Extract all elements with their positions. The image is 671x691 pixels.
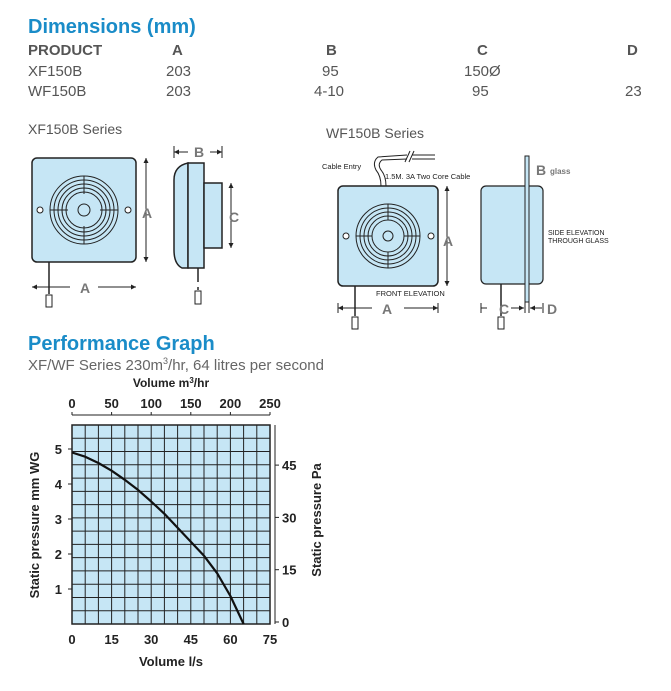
header-b: B xyxy=(326,42,337,59)
row-c: 150Ø xyxy=(464,63,501,80)
y2-axis-label: Static pressure Pa xyxy=(309,463,324,577)
y2-tick-label: 15 xyxy=(282,563,296,578)
xf-series-title: XF150B Series xyxy=(28,121,123,137)
dim-b-label: B xyxy=(194,144,204,160)
row-b: 4-10 xyxy=(314,83,345,100)
row-a: 203 xyxy=(166,63,192,80)
dimensions-title: Dimensions (mm) xyxy=(28,16,196,38)
side-elevation-label: SIDE ELEVATION xyxy=(548,230,605,237)
xf-side-view: B C xyxy=(173,144,239,305)
x2-tick-label: 250 xyxy=(259,396,281,411)
performance-subtitle: XF/WF Series 230m3/hr, 64 litres per sec… xyxy=(28,356,324,374)
fan-grille-icon xyxy=(49,175,119,245)
x-tick-label: 75 xyxy=(263,632,277,647)
row-d: 23 xyxy=(625,83,642,100)
header-product: PRODUCT xyxy=(28,42,103,59)
x2-tick-label: 150 xyxy=(180,396,202,411)
y-tick-label: 5 xyxy=(55,442,62,457)
x-axis-label: Volume l/s xyxy=(139,654,203,669)
row-b: 95 xyxy=(322,63,339,80)
x-tick-label: 45 xyxy=(184,632,198,647)
dim-a-label: A xyxy=(382,301,392,317)
y-tick-label: 4 xyxy=(55,477,63,492)
x-tick-label: 0 xyxy=(68,632,75,647)
dim-d-label: D xyxy=(547,301,557,317)
performance-curve xyxy=(71,451,245,625)
row-c: 95 xyxy=(472,83,489,100)
cable-label: 1.5M. 3A Two Core Cable xyxy=(385,172,470,181)
xf-front-view: A A xyxy=(31,157,152,308)
fan-grille-icon xyxy=(355,203,421,269)
x2-tick-label: 0 xyxy=(68,396,75,411)
y2-tick-label: 0 xyxy=(282,615,289,630)
front-elevation-label: FRONT ELEVATION xyxy=(376,289,445,298)
plot-area xyxy=(71,424,271,625)
dim-b-label: B xyxy=(536,162,546,178)
x2-tick-label: 200 xyxy=(220,396,242,411)
glass-label: glass xyxy=(550,167,571,176)
wf-series-title: WF150B Series xyxy=(326,125,425,141)
y2-tick-label: 45 xyxy=(282,458,296,473)
x2-axis-label: Volume m3/hr xyxy=(133,376,210,390)
glass-pane xyxy=(524,155,530,303)
subtitle-sup: 3 xyxy=(163,356,169,366)
x-tick-label: 30 xyxy=(144,632,158,647)
wf-side-view: B glass SIDE ELEVATION THROUGH GLASS C D xyxy=(480,155,609,330)
dim-a-label: A xyxy=(142,205,152,221)
header-d: D xyxy=(627,42,638,59)
x2-tick-label: 100 xyxy=(140,396,162,411)
row-product: WF150B xyxy=(28,83,87,100)
wf-front-view: Cable Entry 1.5M. 3A Two Core Cable A FR… xyxy=(322,150,470,330)
dim-c-label: C xyxy=(499,301,509,317)
dim-a-label: A xyxy=(443,233,453,249)
y-axis-label: Static pressure mm WG xyxy=(27,452,42,599)
x-tick-label: 15 xyxy=(104,632,118,647)
x-tick-label: 60 xyxy=(223,632,237,647)
row-a: 203 xyxy=(166,83,192,100)
x2-tick-label: 50 xyxy=(104,396,118,411)
cable-entry-label: Cable Entry xyxy=(322,162,361,171)
dim-c-label: C xyxy=(229,209,239,225)
y-tick-label: 1 xyxy=(55,582,62,597)
side-elevation-label-2: THROUGH GLASS xyxy=(548,238,609,245)
header-a: A xyxy=(172,42,183,59)
subtitle-text-end: /hr, 64 litres per second xyxy=(168,357,324,374)
header-c: C xyxy=(477,42,488,59)
y2-tick-label: 30 xyxy=(282,510,296,525)
row-product: XF150B xyxy=(28,63,83,80)
performance-title: Performance Graph xyxy=(28,333,215,355)
subtitle-text: XF/WF Series 230m xyxy=(28,357,164,374)
y-tick-label: 2 xyxy=(55,547,62,562)
y-tick-label: 3 xyxy=(55,512,62,527)
dim-a-label: A xyxy=(80,280,90,296)
